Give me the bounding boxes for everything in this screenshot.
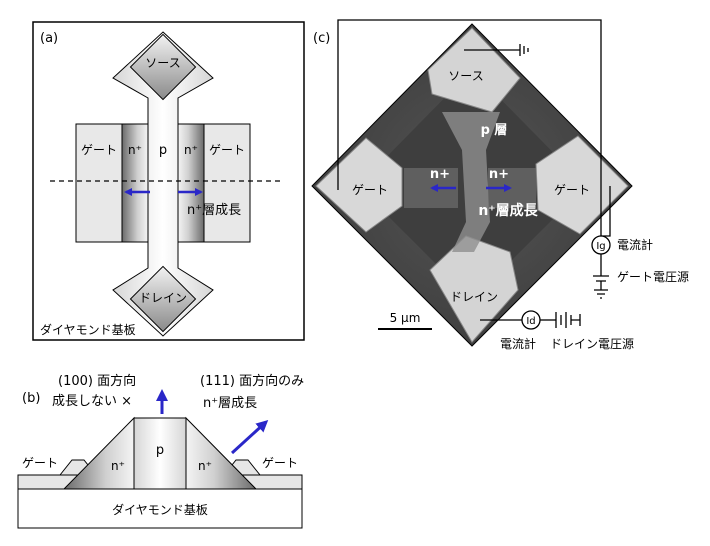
id-label: Id <box>526 316 535 327</box>
n-plus-right-slope <box>185 416 258 490</box>
gate-source-symbol <box>593 275 609 299</box>
source-label: ソース <box>145 56 180 70</box>
sem-gate-left-pad <box>315 137 403 233</box>
drain-ammeter-circle <box>521 310 541 330</box>
panel-a: (a) ソース ドレイン ゲート ゲート n⁺ n⁺ p n⁺層成長 ダイヤモン… <box>32 21 305 341</box>
growth-label: n⁺層成長 <box>187 203 241 218</box>
sem-gate-right-label: ゲート <box>554 183 590 197</box>
sem-source-pad <box>427 27 521 113</box>
panel-c: (c) ソース p 層 n+ n+ ゲート ゲート n⁺層成長 ドレイン 5 µ… <box>311 19 689 351</box>
panel-b: (b) (100) 面方向 成長しない × (111) 面方向のみ n⁺層成長 … <box>17 373 304 529</box>
gate-ammeter-label: 電流計 <box>617 237 653 252</box>
n-plus-right-label: n⁺ <box>184 143 198 157</box>
dir-111-line1: (111) 面方向のみ <box>200 373 304 389</box>
gate-left-wire <box>337 19 602 236</box>
source-pad <box>129 33 197 101</box>
substrate-label: ダイヤモンド基板 <box>40 322 136 337</box>
substrate-block <box>17 488 303 529</box>
drain-label: ドレイン <box>139 291 187 305</box>
n-plus-right-label-b: n⁺ <box>198 459 212 473</box>
p-label: p <box>159 143 167 158</box>
gate-left-label: ゲート <box>81 143 117 157</box>
gate-left-label-b: ゲート <box>22 456 58 470</box>
sem-source-label: ソース <box>448 69 483 83</box>
gate-right-label: ゲート <box>209 143 245 157</box>
sem-n-right-label: n+ <box>489 167 509 182</box>
substrate-label-b: ダイヤモンド基板 <box>112 502 208 517</box>
circuit <box>337 19 611 330</box>
gate-right-pad <box>203 123 251 243</box>
channel-shape <box>112 31 214 337</box>
n-plus-left-slope <box>62 416 135 490</box>
gate-source-label: ゲート電圧源 <box>617 270 689 284</box>
dir-100-line1: (100) 面方向 <box>58 373 136 389</box>
sem-gate-right-pad <box>535 135 629 235</box>
source-ground <box>519 44 529 56</box>
drain-pad <box>129 265 197 333</box>
n-plus-left-label-b: n⁺ <box>111 459 125 473</box>
n-plus-right-region <box>177 123 205 243</box>
arrow-111-diag <box>230 419 269 455</box>
ig-label: Ig <box>596 241 605 252</box>
panel-c-tag: (c) <box>313 31 330 46</box>
n-plus-left-label: n⁺ <box>128 143 142 157</box>
sem-drain-label: ドレイン <box>450 290 498 304</box>
sem-channel <box>442 112 500 252</box>
scale-label: 5 µm <box>390 311 421 325</box>
p-label-b: p <box>156 443 164 458</box>
sem-gate-left-label: ゲート <box>352 183 388 197</box>
panel-b-tag: (b) <box>22 391 40 406</box>
drain-ammeter-label: 電流計 <box>500 336 536 351</box>
dir-100-line2: 成長しない × <box>52 394 132 409</box>
p-block <box>133 417 187 490</box>
panel-a-tag: (a) <box>40 31 58 46</box>
gate-left-pad <box>75 123 123 243</box>
drain-source-symbol <box>555 312 581 328</box>
gate-right-label-b: ゲート <box>262 456 298 470</box>
drain-source-label: ドレイン電圧源 <box>550 337 634 351</box>
sem-p-layer-label: p 層 <box>481 123 508 138</box>
dir-111-line2: n⁺層成長 <box>203 396 257 411</box>
n-plus-left-region <box>121 123 149 243</box>
sem-n-left-label: n+ <box>430 167 450 182</box>
sem-growth-label: n⁺層成長 <box>478 202 538 219</box>
gate-ammeter-circle <box>591 235 611 255</box>
